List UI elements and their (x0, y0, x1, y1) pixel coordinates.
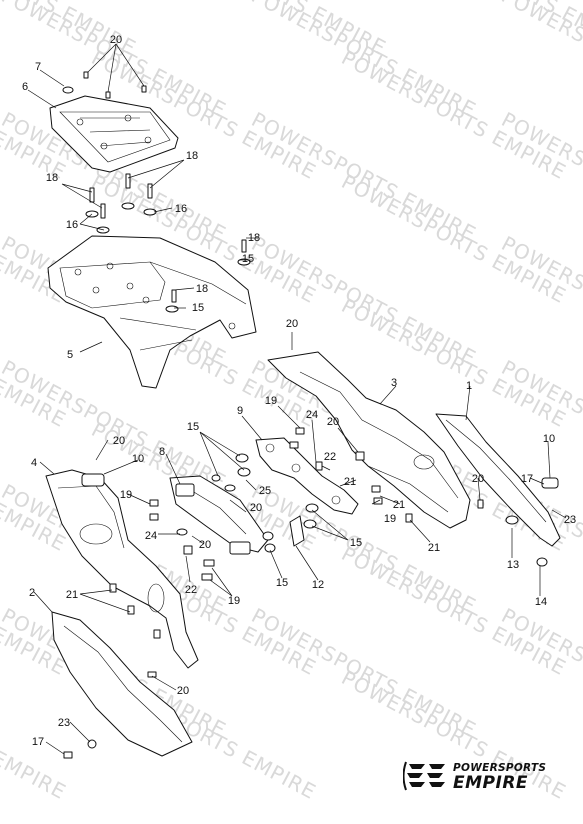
callout-20: 20 (110, 34, 122, 46)
part-6-rack-plate (49, 95, 179, 173)
logo-text-empire: EMPIRE (453, 773, 529, 793)
callout-6: 6 (22, 81, 28, 93)
watermark-text: POWERSPORTS EMPIRE (498, 231, 583, 370)
callout-15: 15 (350, 537, 362, 549)
watermark-text: POWERSPORTS EMPIRE (498, 603, 583, 742)
callout-24: 24 (306, 409, 318, 421)
callout-8: 8 (159, 446, 165, 458)
callout-15: 15 (242, 253, 254, 265)
callout-20: 20 (286, 318, 298, 330)
callout-21: 21 (428, 542, 440, 554)
callout-19: 19 (265, 395, 277, 407)
callout-20: 20 (472, 473, 484, 485)
screws-20-top (83, 71, 147, 99)
callout-21: 21 (393, 499, 405, 511)
screws-21-lower (109, 583, 161, 678)
callout-23: 23 (564, 514, 576, 526)
part-7-cap (62, 86, 74, 94)
callout-12: 12 (312, 579, 324, 591)
callout-20: 20 (199, 539, 211, 551)
callout-19: 19 (228, 595, 240, 607)
callout-15: 15 (192, 302, 204, 314)
part-2-lower-cover (51, 611, 193, 759)
callout-19: 19 (384, 513, 396, 525)
callout-22: 22 (324, 451, 336, 463)
callout-labels: 20 7 6 18 18 16 16 18 15 18 15 5 20 3 1 … (22, 34, 576, 748)
callout-17: 17 (32, 736, 44, 748)
callout-18: 18 (196, 283, 208, 295)
watermark-text: POWERSPORTS EMPIRE (338, 169, 571, 308)
callout-13: 13 (507, 559, 519, 571)
part-3-side-panel (267, 351, 471, 529)
callout-10: 10 (543, 433, 555, 445)
callout-19: 19 (120, 489, 132, 501)
callout-16: 16 (66, 219, 78, 231)
callout-3: 3 (391, 377, 397, 389)
callout-24: 24 (145, 530, 157, 542)
callout-2: 2 (29, 587, 35, 599)
part-1-trim-strip (435, 413, 561, 547)
callout-4: 4 (31, 457, 37, 469)
callout-7: 7 (35, 61, 41, 73)
callout-17: 17 (521, 473, 533, 485)
watermark-text: POWERSPORTS EMPIRE (338, 541, 571, 680)
assorted-fasteners (149, 427, 484, 581)
part-9-bracket (255, 437, 359, 515)
callout-15: 15 (187, 421, 199, 433)
leader-lines (27, 43, 567, 755)
part-5-rear-frame (47, 235, 257, 389)
callout-20: 20 (250, 502, 262, 514)
callout-21: 21 (344, 476, 356, 488)
powersports-empire-logo: POWERSPORTS EMPIRE (403, 756, 575, 796)
logo-text-powersports: POWERSPORTS (453, 762, 547, 774)
callout-14: 14 (535, 596, 547, 608)
watermark-text: POWERSPORTS EMPIRE (338, 45, 571, 184)
callout-25: 25 (259, 485, 271, 497)
callout-16: 16 (175, 203, 187, 215)
callout-18: 18 (248, 232, 260, 244)
part-4-left-cover (45, 469, 199, 669)
callout-18: 18 (46, 172, 58, 184)
callout-20: 20 (327, 416, 339, 428)
callout-1: 1 (466, 380, 472, 392)
callout-9: 9 (237, 405, 243, 417)
callout-18: 18 (186, 150, 198, 162)
watermark-text: POWERSPORTS EMPIRE (0, 665, 70, 804)
callout-15: 15 (276, 577, 288, 589)
watermark-text: POWERSPORTS EMPIRE (498, 107, 583, 246)
part-8-bracket-assembly (169, 475, 269, 555)
empire-logo-icon (403, 761, 445, 791)
callout-5: 5 (67, 349, 73, 361)
callout-23: 23 (58, 717, 70, 729)
callout-21: 21 (66, 589, 78, 601)
callout-10: 10 (132, 453, 144, 465)
callout-20: 20 (113, 435, 125, 447)
watermark-text: POWERSPORTS EMPIRE (498, 0, 583, 122)
callout-22: 22 (185, 584, 197, 596)
part-12-bracket (289, 515, 305, 547)
callout-20: 20 (177, 685, 189, 697)
